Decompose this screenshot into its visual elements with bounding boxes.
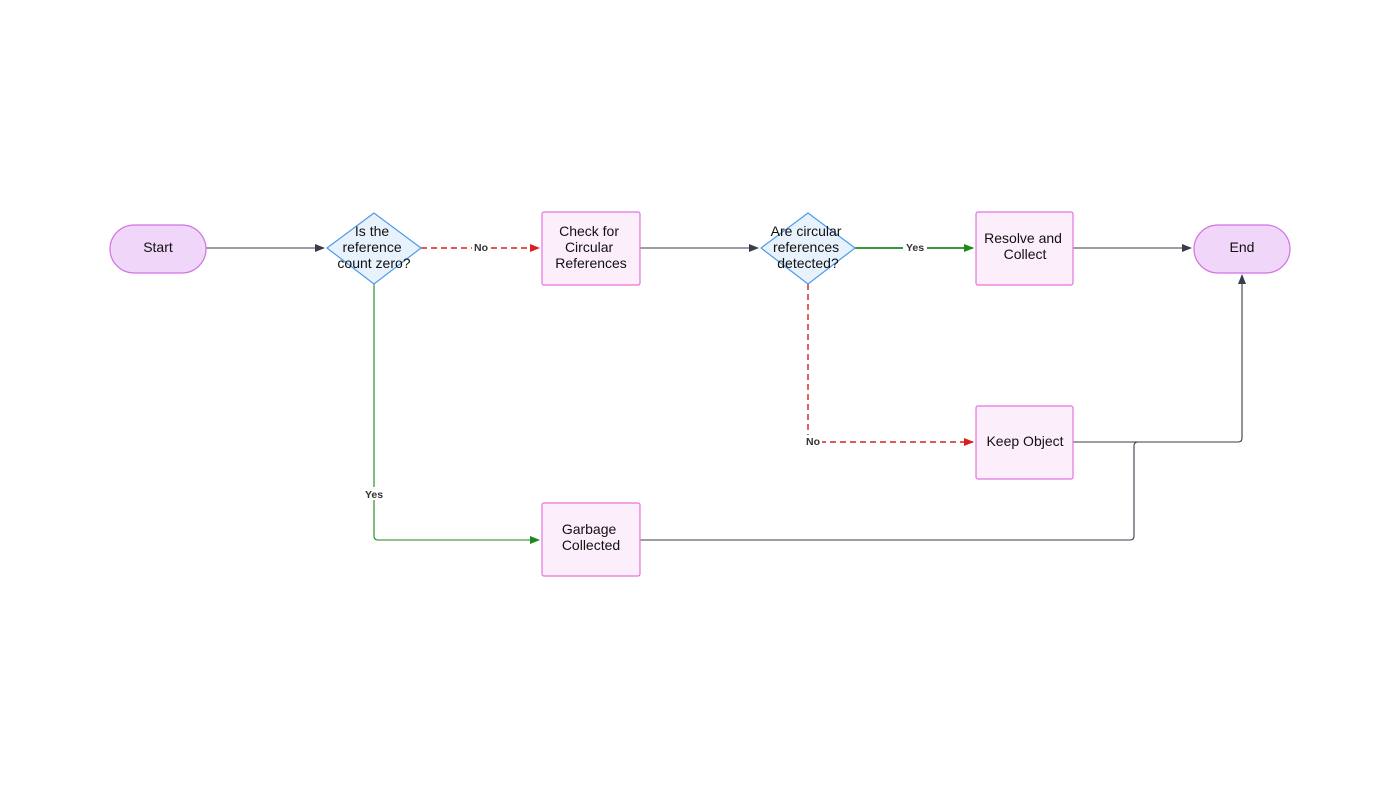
node-checkcirc[interactable]: Check for Circular References: [541, 211, 641, 286]
edge-circ-no[interactable]: [807, 284, 974, 446]
node-start[interactable]: Start: [109, 224, 207, 274]
node-end-label: End: [1230, 239, 1255, 255]
node-circdetected-line-3: detected?: [777, 255, 839, 271]
node-garbage-line-1: Garbage: [562, 521, 617, 537]
node-resolve-line-1: Resolve and: [984, 230, 1062, 246]
svg-text:Resolve and Collect: Resolve and Collect: [984, 230, 1066, 262]
svg-text:Are circular references: Are circular references detected?: [771, 223, 846, 271]
edges: [206, 244, 1246, 544]
node-checkcirc-line-3: References: [555, 255, 627, 271]
edge-label-refzero-no: No: [474, 242, 488, 254]
node-checkcirc-line-2: Circular: [565, 239, 614, 255]
edge-keep-to-end[interactable]: [1073, 274, 1246, 443]
node-end[interactable]: End: [1193, 224, 1291, 274]
edge-label-circ-yes: Yes: [906, 242, 924, 254]
node-refzero-line-1: Is the: [355, 223, 389, 239]
node-circdetected[interactable]: Are circular references detected?: [760, 212, 856, 285]
node-garbage-line-2: Collected: [562, 537, 620, 553]
edge-refzero-yes[interactable]: [373, 284, 540, 544]
node-garbage[interactable]: Garbage Collected: [541, 502, 641, 577]
node-resolve-line-2: Collect: [1004, 246, 1047, 262]
node-resolve[interactable]: Resolve and Collect: [975, 211, 1074, 286]
node-refzero-line-3: count zero?: [337, 255, 410, 271]
svg-text:Start: Start: [143, 239, 173, 255]
edge-garbage-to-end[interactable]: [640, 441, 1238, 541]
node-start-label: Start: [143, 239, 173, 255]
edge-label-circ-no: No: [806, 436, 820, 448]
node-checkcirc-line-1: Check for: [559, 223, 619, 239]
node-refzero-line-2: reference: [342, 239, 401, 255]
node-circdetected-line-1: Are circular: [771, 223, 842, 239]
node-refzero[interactable]: Is the reference count zero?: [326, 212, 422, 285]
node-keep-label: Keep Object: [986, 433, 1063, 449]
svg-text:End: End: [1230, 239, 1255, 255]
svg-text:Check for Circular: Check for Circular References: [555, 223, 627, 271]
svg-text:Is the reference c: Is the reference count zero?: [337, 223, 410, 271]
edge-label-refzero-yes: Yes: [365, 489, 383, 501]
node-circdetected-line-2: references: [773, 239, 839, 255]
node-keep[interactable]: Keep Object: [975, 405, 1074, 480]
edge-labels: No Yes Yes No: [362, 241, 927, 501]
svg-text:Garbage Collected: Garbage Collected: [562, 521, 620, 553]
svg-text:Keep Object: Keep Object: [986, 433, 1063, 449]
